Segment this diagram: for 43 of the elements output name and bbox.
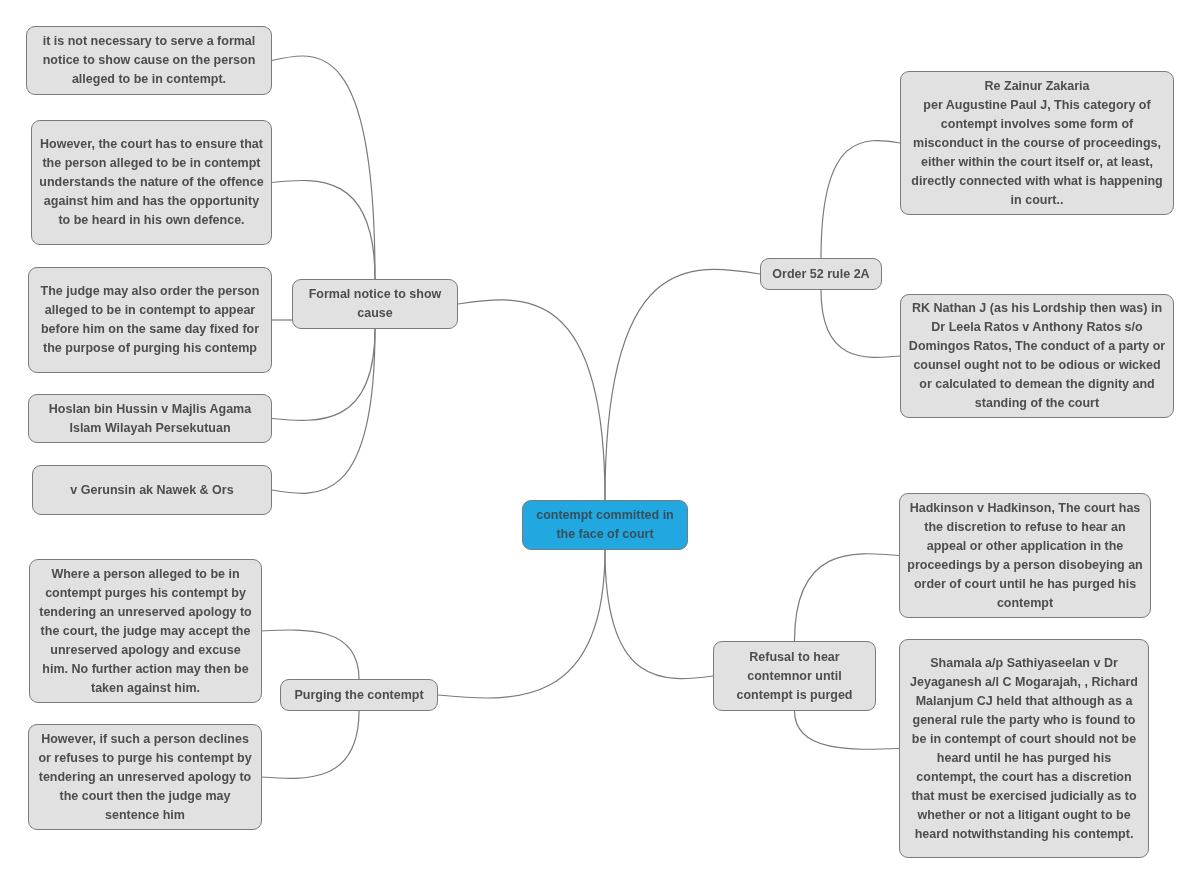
topic-text: Formal notice to show cause bbox=[307, 286, 443, 322]
note-box bbox=[31, 120, 272, 245]
connector-line bbox=[271, 319, 293, 321]
connector-line bbox=[820, 289, 901, 358]
topic-text: Hoslan bin Hussin v Majlis Agama Islam Wilayah Persekutuan bbox=[47, 400, 253, 437]
note-heading: Re Zainur Zakaria bbox=[984, 77, 1090, 95]
topic-text: However, if such a person declines or refuses to purge his contempt by tendering an unreserved apology to the court then the judge may sentence him bbox=[37, 730, 253, 824]
topic-text: However, the court has to ensure that the person alleged to be in contempt understands the nature of the offence against him and has the opportunity to be heard in his own defence. bbox=[39, 136, 264, 229]
topic-text: Hadkinson v Hadkinson, The court has the discretion to refuse to hear an appeal or other application in the proceedings by a person disobeying an order of court until he has purged his contempt bbox=[907, 499, 1143, 612]
note-box bbox=[28, 267, 272, 373]
topic-text: it is not necessary to serve a formal notice to show cause on the person alleged to be in contempt. bbox=[41, 33, 257, 88]
subtopic-box bbox=[292, 279, 458, 329]
note-box bbox=[900, 71, 1174, 215]
topic-text: v Gerunsin ak Nawek & Ors bbox=[70, 481, 234, 499]
note-box bbox=[29, 559, 262, 703]
connector-line bbox=[271, 180, 376, 280]
note-box bbox=[28, 724, 262, 830]
subtopic-box bbox=[760, 258, 882, 290]
topic-text: The judge may also order the person alleged to be in contempt to appear before him on the same day fixed for the purpose of purging his contemp bbox=[39, 283, 261, 357]
topic-text: Refusal to hear contemnor until contempt is purged bbox=[735, 648, 854, 704]
connector-line bbox=[261, 710, 360, 779]
topic-text: Where a person alleged to be in contempt purges his contempt by tendering an unreserved apology to the court, the judge may accept the unreserved apology and excuse him. No further action may then be taken against him. bbox=[38, 565, 253, 697]
note-box bbox=[899, 493, 1151, 618]
central-topic-box bbox=[522, 500, 688, 550]
topic-text: Purging the contempt bbox=[294, 686, 424, 704]
connector-line bbox=[604, 268, 761, 501]
topic-text: Order 52 rule 2A bbox=[772, 265, 870, 283]
note-box bbox=[899, 639, 1149, 858]
subtopic-box bbox=[280, 679, 438, 711]
connector-line bbox=[820, 140, 901, 259]
topic-text: Shamala a/p Sathiyaseelan v Dr Jeyaganesh a/l C Mogarajah, , Richard Malanjum CJ held that although as a general rule the party who is found to be in contempt of court should not be heard until he has purged his contempt, the court has a discretion that must be exercised judicially as to whether or not a litigant ought to be heard notwithstanding his contempt. bbox=[909, 654, 1139, 843]
note-box bbox=[32, 465, 272, 515]
subtopic-box bbox=[713, 641, 876, 711]
connector-line bbox=[261, 629, 360, 680]
topic-text: per Augustine Paul J, This category of contempt involves some form of misconduct in the course of proceedings, either within the court itself or, at least, directly connected with what is happening in court.. bbox=[910, 96, 1164, 209]
connector-line bbox=[793, 710, 900, 750]
topic-text: contempt committed in the face of court bbox=[535, 507, 675, 543]
note-box bbox=[28, 394, 272, 443]
connector-line bbox=[793, 553, 900, 642]
topic-text: RK Nathan J (as his Lordship then was) in Dr Leela Ratos v Anthony Ratos s/o Domingos Ratos, The conduct of a party or counsel ought not to be odious or wicked or calculated to demean the dignity and standing of the court bbox=[908, 300, 1166, 412]
connector-line bbox=[437, 549, 606, 699]
connector-line bbox=[271, 328, 376, 494]
note-box bbox=[26, 26, 272, 95]
